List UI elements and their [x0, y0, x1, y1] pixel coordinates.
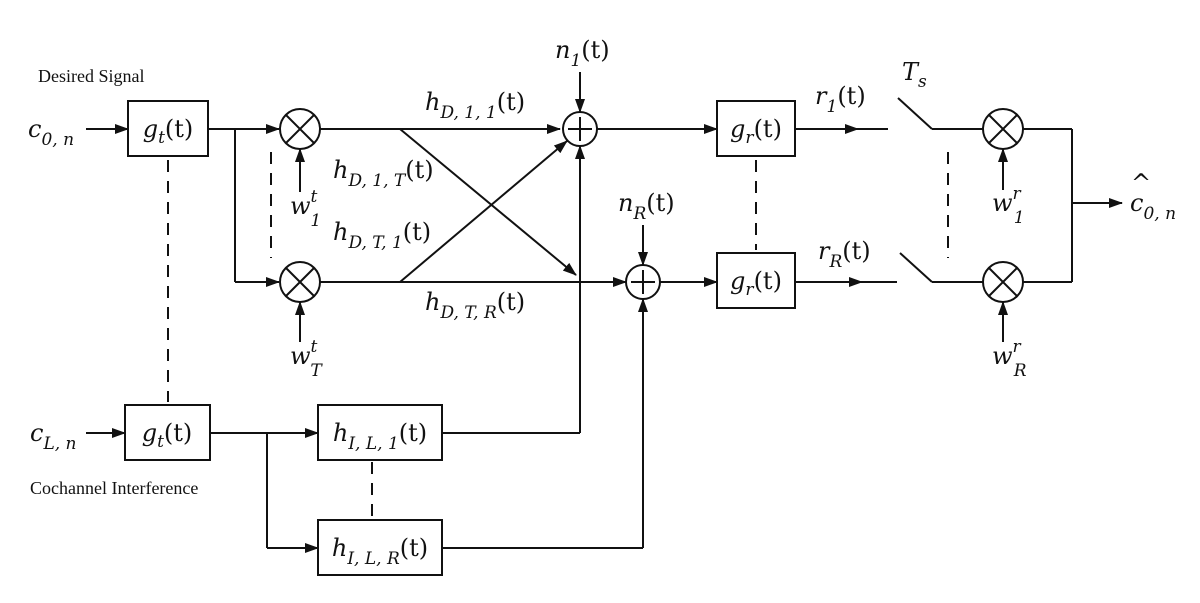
channel-hDT1-label: hD, T, 1(t) — [333, 218, 431, 253]
plus-icon — [568, 117, 592, 141]
input-cLn-label: cL, n — [30, 419, 77, 454]
output-hat-accent: ^ — [1131, 169, 1151, 197]
interference-channel-hIL1-label: hI, L, 1(t) — [333, 419, 427, 454]
sampler-switch-R — [899, 252, 933, 283]
rx-filter-gr-R — [716, 252, 796, 309]
channel-hD11-label: hD, 1, 1(t) — [425, 88, 525, 123]
tx-filter-gt-interferer — [124, 404, 211, 461]
sampling-period-Ts-label: Ts — [902, 58, 927, 92]
noise-n1-label: n1(t) — [555, 36, 610, 71]
multiply-icon — [988, 114, 1018, 144]
noise-nR-label: nR(t) — [618, 189, 675, 224]
interference-channel-hILR — [317, 519, 443, 576]
sampler-switch-1 — [897, 97, 933, 130]
interference-channel-hILR-label: hI, L, R(t) — [332, 534, 428, 569]
tx-filter-gt-desired-label: gt(t) — [143, 115, 194, 148]
channel-hDTR-label: hD, T, R(t) — [425, 288, 525, 323]
rx-filter-gr-1-label: gr(t) — [730, 115, 782, 148]
plus-icon — [631, 270, 655, 294]
interference-channel-hIL1 — [317, 404, 443, 461]
desired-signal-label: Desired Signal — [38, 66, 144, 86]
signal-rR-label: rR(t) — [818, 237, 871, 272]
signal-r1-label: r1(t) — [815, 82, 866, 117]
multiply-icon — [285, 114, 315, 144]
channel-hD1T-label: hD, 1, T(t) — [333, 156, 434, 191]
rx-filter-gr-1 — [716, 100, 796, 157]
cochannel-interference-label: Cochannel Interference — [30, 478, 198, 498]
rx-filter-gr-R-label: gr(t) — [730, 267, 782, 300]
channel-hD1T-wire — [399, 128, 577, 276]
tx-filter-gt-interferer-label: gt(t) — [142, 419, 193, 452]
input-c0n-label: c0, n — [28, 115, 74, 150]
multiply-icon — [285, 267, 315, 297]
multiply-icon — [988, 267, 1018, 297]
channel-hDT1-wire — [399, 140, 568, 283]
output-c0n-hat-label: c0, n — [1130, 189, 1176, 224]
